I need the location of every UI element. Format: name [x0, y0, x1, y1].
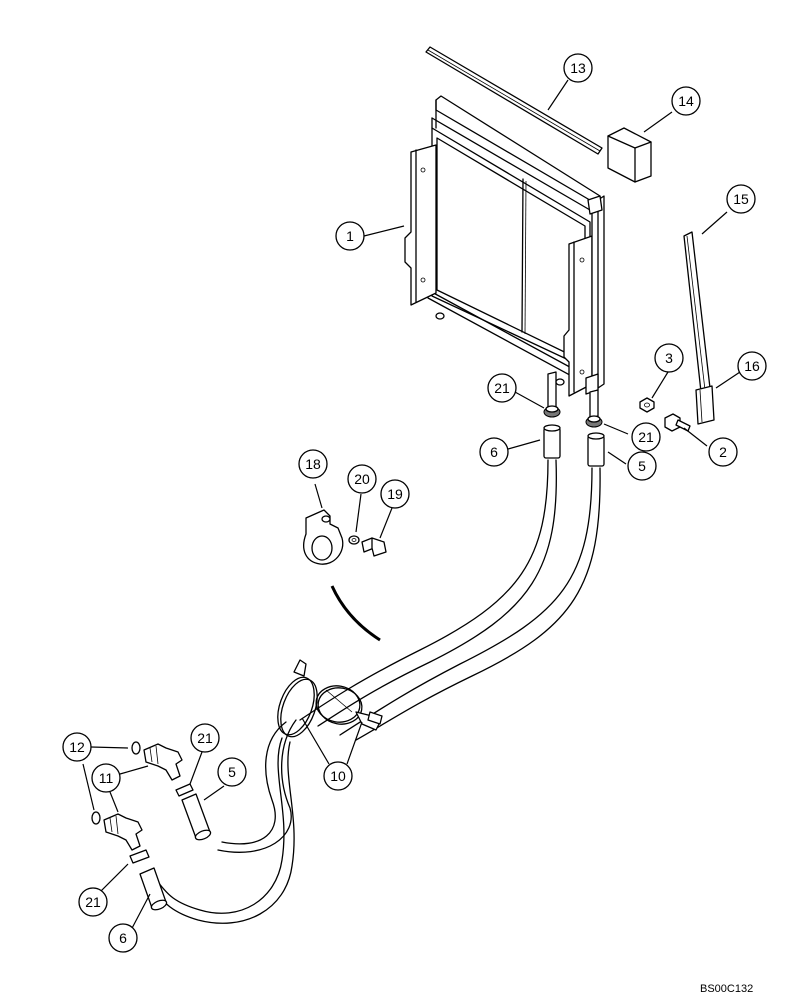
svg-text:5: 5	[638, 458, 646, 474]
seal-cap-16	[695, 385, 715, 425]
elbow-fitting-11-lower	[103, 813, 143, 851]
callout-12: 12	[62, 732, 92, 762]
callout-5-lower: 5	[217, 757, 247, 787]
svg-text:21: 21	[638, 429, 654, 445]
o-ring-12-lower	[91, 811, 101, 825]
fitting-21-lower-left	[129, 849, 150, 864]
cooler-assembly-1	[404, 95, 605, 419]
hose-6-upper-end	[543, 424, 561, 459]
clamp-10	[277, 659, 383, 738]
callout-10: 10	[323, 761, 353, 791]
svg-text:6: 6	[119, 930, 127, 946]
seal-strip-13	[425, 46, 603, 155]
svg-text:19: 19	[387, 486, 403, 502]
svg-text:16: 16	[744, 358, 760, 374]
svg-text:18: 18	[305, 456, 321, 472]
callout-18: 18	[298, 449, 328, 479]
callout-20: 20	[347, 464, 377, 494]
callout-21-lower-right: 21	[190, 723, 220, 753]
svg-text:11: 11	[99, 770, 114, 786]
bolt-19	[361, 537, 387, 557]
motion-arc	[330, 585, 381, 642]
svg-text:15: 15	[733, 191, 749, 207]
callout-6-lower: 6	[108, 923, 138, 953]
callout-14: 14	[671, 86, 701, 116]
callout-16: 16	[737, 351, 767, 381]
callout-11: 11	[91, 763, 121, 793]
fitting-21-upper-right	[585, 415, 603, 428]
svg-text:6: 6	[490, 444, 498, 460]
callout-21-upper-left: 21	[487, 373, 517, 403]
hose-5-upper-end	[587, 432, 605, 467]
svg-text:2: 2	[719, 444, 727, 460]
reference-code: BS00C132	[700, 983, 753, 995]
callout-5-upper: 5	[627, 451, 657, 481]
hose-5-lower-end	[181, 793, 212, 841]
svg-text:1: 1	[346, 228, 354, 244]
svg-text:21: 21	[494, 380, 510, 396]
foam-block-14	[607, 127, 652, 183]
callout-3: 3	[654, 343, 684, 373]
svg-text:20: 20	[354, 471, 370, 487]
callout-13: 13	[563, 53, 593, 83]
nut-3	[639, 397, 655, 413]
callout-21-upper-right: 21	[631, 422, 661, 452]
callout-15: 15	[726, 184, 756, 214]
callout-2: 2	[708, 437, 738, 467]
callout-19: 19	[380, 479, 410, 509]
bolt-2	[664, 413, 691, 432]
callout-21-lower-left: 21	[78, 887, 108, 917]
seal-strip-15	[683, 231, 711, 393]
leader-lines	[82, 79, 741, 933]
svg-text:21: 21	[197, 730, 213, 746]
svg-text:3: 3	[665, 350, 673, 366]
svg-text:13: 13	[570, 60, 586, 76]
svg-text:12: 12	[69, 739, 85, 755]
o-ring-12-upper	[131, 741, 141, 755]
callout-6-upper: 6	[479, 437, 509, 467]
washer-20	[348, 535, 360, 545]
svg-text:5: 5	[228, 764, 236, 780]
fitting-21-upper-left	[543, 405, 561, 418]
svg-text:10: 10	[330, 768, 346, 784]
elbow-fitting-11-upper	[143, 743, 183, 781]
svg-text:14: 14	[678, 93, 694, 109]
svg-text:21: 21	[85, 894, 101, 910]
callout-1: 1	[335, 221, 365, 251]
hose-runs	[153, 459, 601, 924]
clip-bracket-18	[303, 509, 344, 565]
fitting-21-lower-right	[175, 783, 194, 797]
